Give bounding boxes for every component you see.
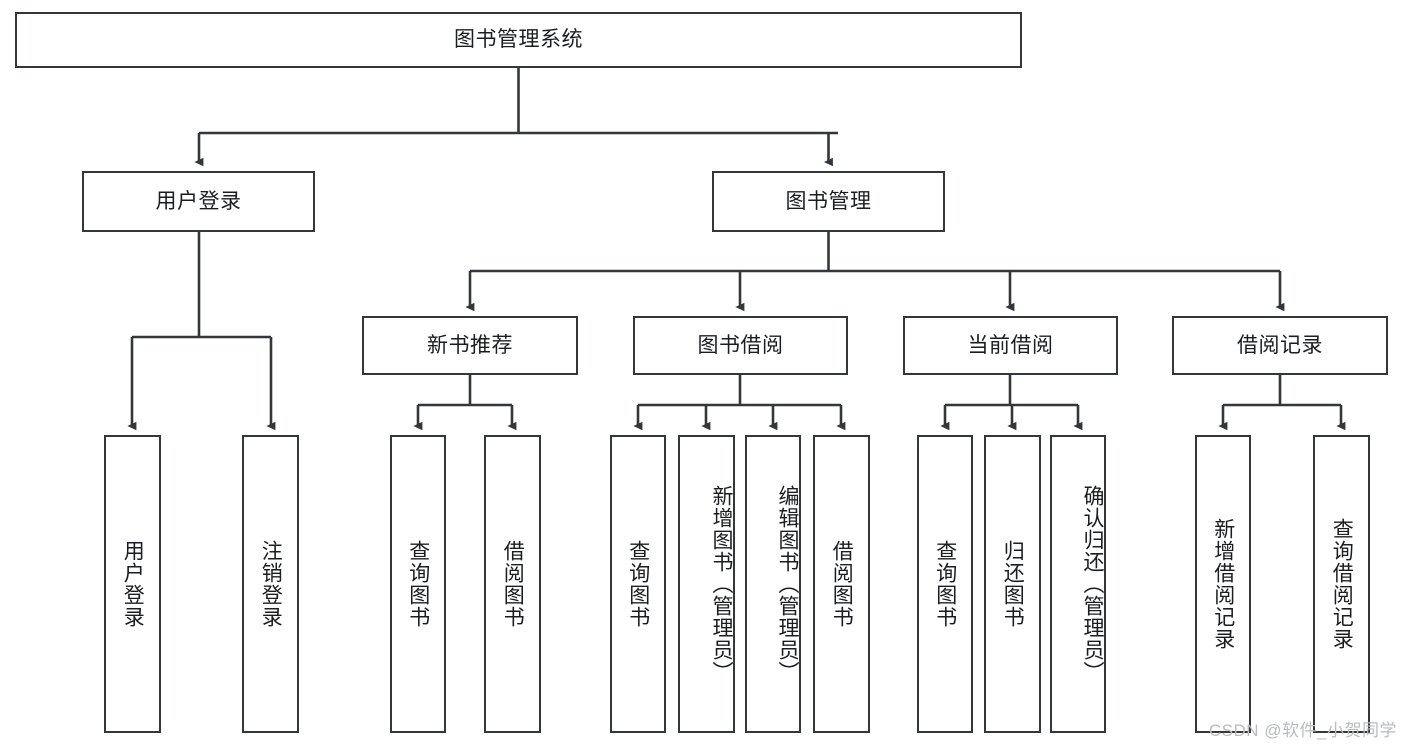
watermark: CSDN @软件_小贺同学 <box>1208 721 1397 740</box>
leaf-node-label: 新增图书（管理员） <box>710 485 733 683</box>
leaf-node[interactable]: 借阅图书 <box>813 435 870 733</box>
node-book-borrow[interactable]: 图书借阅 <box>633 316 848 375</box>
leaf-node[interactable]: 注销登录 <box>242 435 299 733</box>
leaf-node-label: 确认归还（管理员） <box>1081 485 1104 683</box>
leaf-node-label: 借阅图书 <box>501 540 525 628</box>
leaf-node-label: 查询图书 <box>933 540 957 628</box>
leaf-node[interactable]: 新增借阅记录 <box>1195 435 1251 733</box>
leaf-node[interactable]: 编辑图书（管理员） <box>745 435 801 733</box>
node-book-management-label: 图书管理 <box>785 189 872 213</box>
leaf-node-label: 查询图书 <box>406 540 430 628</box>
leaf-node-label: 编辑图书（管理员） <box>776 485 799 683</box>
leaf-node[interactable]: 查询借阅记录 <box>1313 435 1370 733</box>
node-borrow-records[interactable]: 借阅记录 <box>1172 316 1388 375</box>
node-new-book-recommend[interactable]: 新书推荐 <box>362 316 578 375</box>
leaf-node-label: 注销登录 <box>259 540 283 628</box>
node-root[interactable]: 图书管理系统 <box>15 12 1022 68</box>
leaf-node[interactable]: 新增图书（管理员） <box>678 435 735 733</box>
leaf-node-label: 借阅图书 <box>830 540 854 628</box>
leaf-node[interactable]: 用户登录 <box>104 435 161 733</box>
node-borrow-records-label: 借阅记录 <box>1237 333 1323 357</box>
node-root-label: 图书管理系统 <box>454 28 583 52</box>
node-book-borrow-label: 图书借阅 <box>697 333 784 357</box>
node-current-borrow-label: 当前借阅 <box>967 333 1054 357</box>
leaf-node[interactable]: 查询图书 <box>917 435 973 733</box>
leaf-node[interactable]: 确认归还（管理员） <box>1050 435 1106 733</box>
leaf-node[interactable]: 归还图书 <box>984 435 1041 733</box>
leaf-node-label: 查询借阅记录 <box>1330 518 1354 650</box>
leaf-node-label: 查询图书 <box>626 540 650 628</box>
node-current-borrow[interactable]: 当前借阅 <box>903 316 1118 375</box>
leaf-node-label: 新增借阅记录 <box>1211 518 1235 650</box>
leaf-node-label: 用户登录 <box>121 540 145 628</box>
node-new-book-recommend-label: 新书推荐 <box>427 333 513 357</box>
leaf-node-label: 归还图书 <box>1001 540 1025 628</box>
node-user-login-label: 用户登录 <box>155 189 242 213</box>
leaf-node[interactable]: 查询图书 <box>390 435 446 733</box>
node-book-management[interactable]: 图书管理 <box>712 171 945 232</box>
leaf-node[interactable]: 借阅图书 <box>484 435 541 733</box>
node-user-login[interactable]: 用户登录 <box>82 171 315 232</box>
leaf-node[interactable]: 查询图书 <box>610 435 666 733</box>
